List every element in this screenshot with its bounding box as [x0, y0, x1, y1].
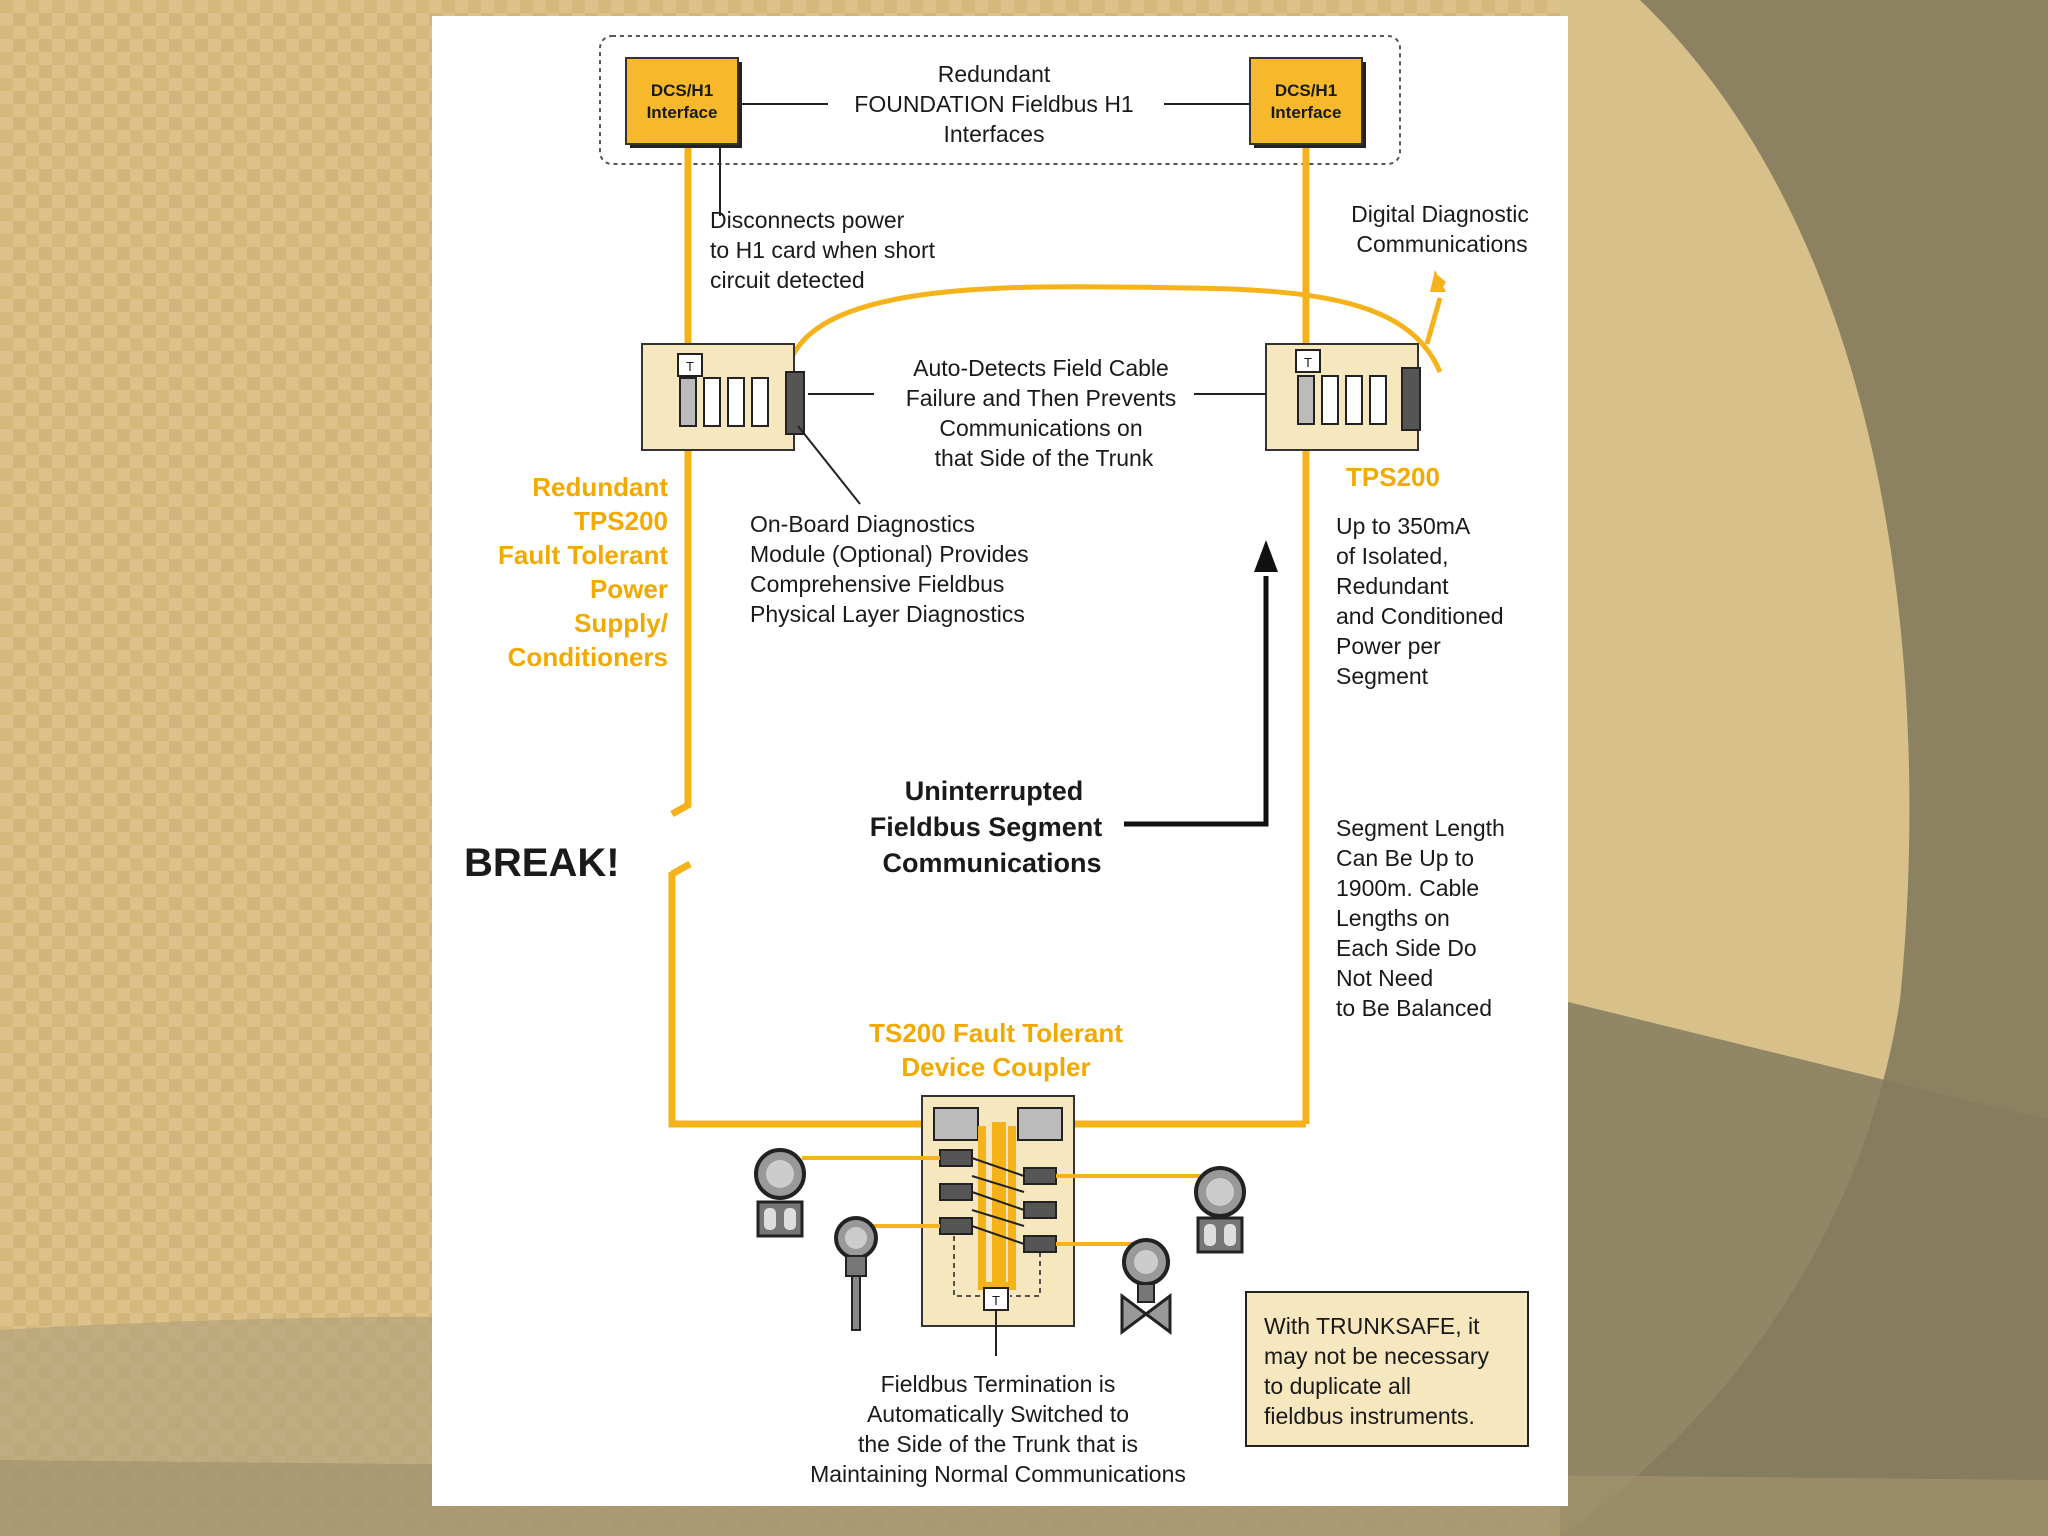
- svg-text:Failure and Then Prevents: Failure and Then Prevents: [906, 385, 1177, 411]
- left-dcs-h1-interface: DCS/H1 Interface: [625, 57, 742, 148]
- redundant-tps200-label: Redundant TPS200 Fault Tolerant Power Su…: [498, 472, 668, 672]
- right-module-terminator: T: [1304, 355, 1312, 370]
- svg-text:Can Be Up to: Can Be Up to: [1336, 845, 1474, 871]
- svg-text:Segment Length: Segment Length: [1336, 815, 1505, 841]
- left-tps200-module: T: [641, 343, 805, 451]
- svg-text:TS200 Fault Tolerant: TS200 Fault Tolerant: [869, 1018, 1123, 1048]
- svg-text:to H1 card when short: to H1 card when short: [710, 237, 936, 263]
- svg-text:Fault Tolerant: Fault Tolerant: [498, 540, 668, 570]
- svg-text:Auto-Detects Field Cable: Auto-Detects Field Cable: [913, 355, 1169, 381]
- svg-text:1900m. Cable: 1900m. Cable: [1336, 875, 1479, 901]
- interfaces-caption: Redundant FOUNDATION Fieldbus H1 Interfa…: [854, 61, 1133, 147]
- disconnect-callout: Disconnects power to H1 card when short …: [710, 207, 936, 293]
- svg-text:Comprehensive Fieldbus: Comprehensive Fieldbus: [750, 571, 1004, 597]
- svg-text:Communications on: Communications on: [939, 415, 1142, 441]
- onboard-diagnostics-callout: On-Board Diagnostics Module (Optional) P…: [750, 511, 1029, 627]
- svg-text:to Be Balanced: to Be Balanced: [1336, 995, 1492, 1021]
- svg-text:to duplicate all: to duplicate all: [1264, 1373, 1411, 1399]
- svg-text:Disconnects power: Disconnects power: [710, 207, 905, 233]
- transmitter-device-icon-2: [1194, 1166, 1246, 1254]
- svg-text:Fieldbus Termination is: Fieldbus Termination is: [881, 1371, 1116, 1397]
- power-spec-callout: Up to 350mA of Isolated, Redundant and C…: [1336, 513, 1504, 689]
- svg-text:On-Board Diagnostics: On-Board Diagnostics: [750, 511, 975, 537]
- svg-text:Redundant: Redundant: [938, 61, 1051, 87]
- tps200-label: TPS200: [1346, 462, 1440, 492]
- svg-text:Each Side Do: Each Side Do: [1336, 935, 1477, 961]
- svg-text:Device Coupler: Device Coupler: [901, 1052, 1090, 1082]
- break-label: BREAK!: [464, 841, 620, 885]
- right-interface-line1: DCS/H1: [1275, 81, 1337, 100]
- svg-text:Redundant: Redundant: [1336, 573, 1449, 599]
- uninterrupted-arrow: [1124, 576, 1269, 827]
- svg-text:Physical Layer Diagnostics: Physical Layer Diagnostics: [750, 601, 1025, 627]
- svg-text:Uninterrupted: Uninterrupted: [905, 776, 1084, 806]
- coupler-label: TS200 Fault Tolerant Device Coupler: [869, 1018, 1123, 1082]
- valve-actuator-icon: [1120, 1238, 1172, 1335]
- interfaces-group-box: [599, 35, 1401, 165]
- svg-text:Automatically Switched to: Automatically Switched to: [867, 1401, 1129, 1427]
- coupler-terminator: T: [992, 1293, 1000, 1308]
- svg-text:Interfaces: Interfaces: [944, 121, 1045, 147]
- svg-text:Module (Optional) Provides: Module (Optional) Provides: [750, 541, 1029, 567]
- svg-text:circuit detected: circuit detected: [710, 267, 865, 293]
- termination-callout: Fieldbus Termination is Automatically Sw…: [810, 1371, 1186, 1487]
- svg-text:Segment: Segment: [1336, 663, 1429, 689]
- svg-text:FOUNDATION Fieldbus H1: FOUNDATION Fieldbus H1: [854, 91, 1133, 117]
- temperature-sensor-icon: [834, 1216, 878, 1331]
- svg-text:With TRUNKSAFE, it: With TRUNKSAFE, it: [1264, 1313, 1480, 1339]
- svg-text:Digital Diagnostic: Digital Diagnostic: [1351, 201, 1529, 227]
- left-interface-line1: DCS/H1: [651, 81, 713, 100]
- right-tps200-module: T: [1265, 343, 1421, 451]
- svg-text:Fieldbus Segment: Fieldbus Segment: [870, 812, 1103, 842]
- svg-text:Up to 350mA: Up to 350mA: [1336, 513, 1471, 539]
- svg-text:of Isolated,: of Isolated,: [1336, 543, 1449, 569]
- svg-text:Supply/: Supply/: [574, 608, 668, 638]
- svg-text:may not be necessary: may not be necessary: [1264, 1343, 1490, 1369]
- svg-text:Communications: Communications: [1356, 231, 1527, 257]
- svg-text:Maintaining Normal Communicati: Maintaining Normal Communications: [810, 1461, 1186, 1487]
- svg-text:Power: Power: [590, 574, 668, 604]
- fieldbus-trunksafe-diagram: DCS/H1 Interface DCS/H1 Interface Redund…: [464, 35, 1529, 1487]
- right-interface-line2: Interface: [1271, 103, 1342, 122]
- svg-text:Power per: Power per: [1336, 633, 1441, 659]
- svg-text:Lengths on: Lengths on: [1336, 905, 1450, 931]
- transmitter-device-icon-1: [754, 1148, 806, 1238]
- svg-text:TPS200: TPS200: [574, 506, 668, 536]
- svg-text:fieldbus instruments.: fieldbus instruments.: [1264, 1403, 1475, 1429]
- trunksafe-note-box: With TRUNKSAFE, it may not be necessary …: [1245, 1291, 1529, 1447]
- left-module-terminator: T: [686, 359, 694, 374]
- fieldbus-cables: [668, 139, 1443, 1128]
- segment-length-callout: Segment Length Can Be Up to 1900m. Cable…: [1336, 815, 1505, 1021]
- svg-text:Communications: Communications: [882, 848, 1101, 878]
- digital-diagnostic-callout: Digital Diagnostic Communications: [1351, 201, 1529, 257]
- auto-detect-callout: Auto-Detects Field Cable Failure and The…: [906, 355, 1177, 471]
- left-interface-line2: Interface: [647, 103, 718, 122]
- svg-text:Redundant: Redundant: [532, 472, 668, 502]
- uninterrupted-label: Uninterrupted Fieldbus Segment Communica…: [870, 776, 1103, 878]
- svg-text:the Side of the Trunk that is: the Side of the Trunk that is: [858, 1431, 1138, 1457]
- svg-text:Not Need: Not Need: [1336, 965, 1433, 991]
- svg-text:and Conditioned: and Conditioned: [1336, 603, 1504, 629]
- right-dcs-h1-interface: DCS/H1 Interface: [1249, 57, 1366, 148]
- svg-text:that Side of the Trunk: that Side of the Trunk: [935, 445, 1154, 471]
- svg-text:Conditioners: Conditioners: [508, 642, 668, 672]
- ts200-device-coupler: T: [921, 1095, 1075, 1327]
